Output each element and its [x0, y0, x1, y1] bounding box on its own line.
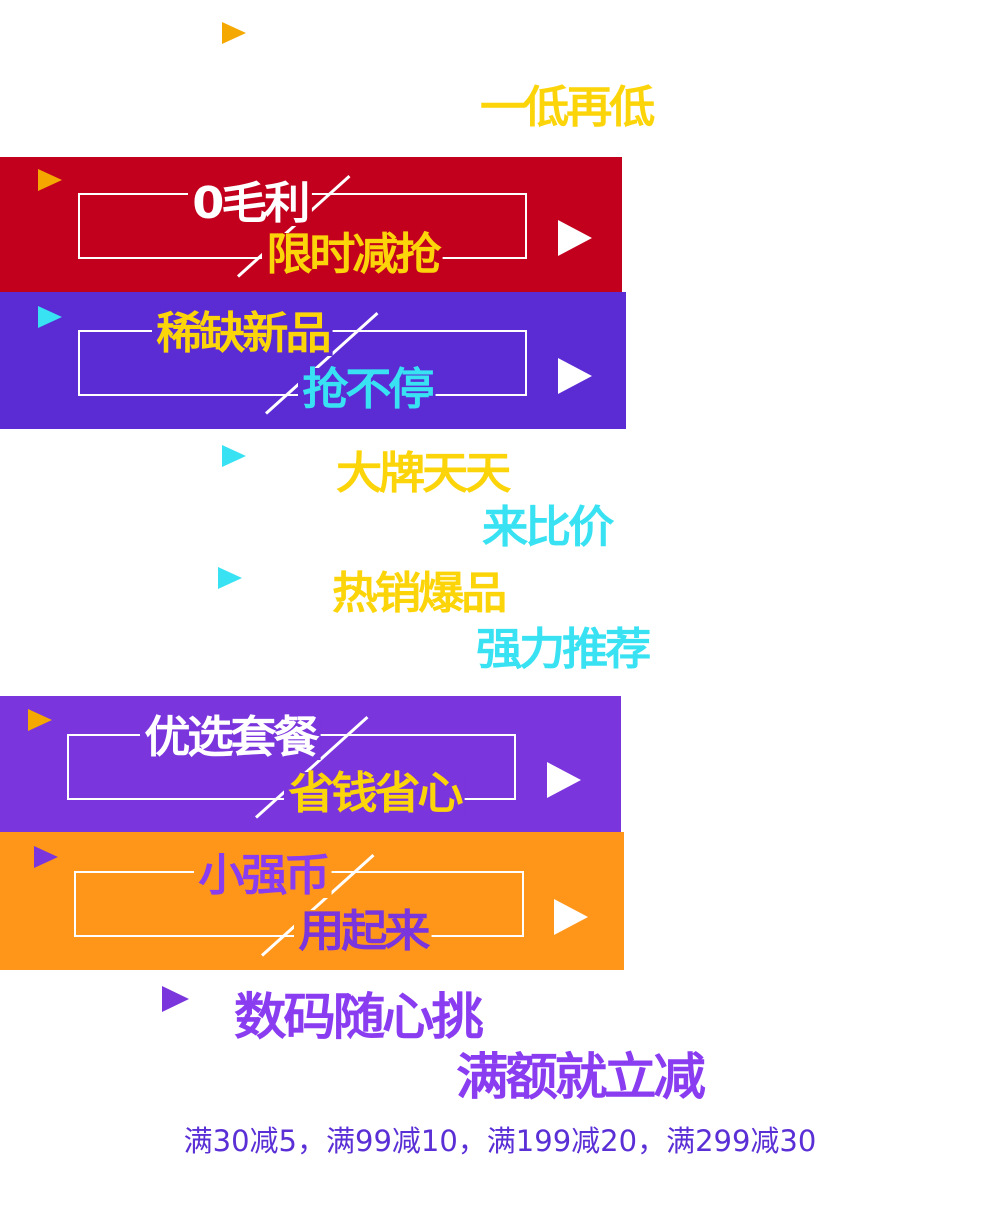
title-yibi-zaidi: 一低再低 — [480, 82, 655, 133]
title-compare-price: 来比价 — [482, 502, 614, 553]
triangle-icon — [28, 709, 52, 731]
play-arrow-icon[interactable] — [554, 899, 588, 935]
title-full-discount: 满额就立减 — [456, 1048, 706, 1106]
title-big-brands: 大牌天天 — [336, 448, 511, 499]
title-use-them: 用起来 — [294, 910, 432, 954]
promo-text: 满30减5，满99减10，满199减20，满299减30 — [183, 1124, 817, 1158]
triangle-icon — [222, 445, 246, 467]
triangle-icon — [34, 846, 58, 868]
title-save-money: 省钱省心 — [284, 772, 465, 816]
play-arrow-icon[interactable] — [558, 358, 592, 394]
title-limited-rush: 限时减抢 — [262, 233, 443, 277]
title-nonstop: 抢不停 — [298, 368, 436, 412]
triangle-icon — [162, 986, 189, 1012]
title-hot-sellers: 热销爆品 — [332, 568, 507, 619]
triangle-icon — [222, 22, 246, 44]
banner-coins: 小强币 用起来 — [0, 832, 624, 970]
triangle-icon — [38, 169, 62, 191]
play-arrow-icon[interactable] — [558, 220, 592, 256]
title-zero-profit: 0毛利 — [188, 182, 312, 226]
triangle-icon — [38, 306, 62, 328]
title-digital: 数码随心挑 — [234, 988, 484, 1046]
banner-rare-new: 稀缺新品 抢不停 — [0, 292, 626, 429]
triangle-icon — [218, 567, 242, 589]
banner-selected-packages: 优选套餐 省钱省心 — [0, 696, 621, 832]
title-recommend: 强力推荐 — [476, 624, 651, 675]
play-arrow-icon[interactable] — [547, 762, 581, 798]
banner-zero-profit: 0毛利 限时减抢 — [0, 157, 622, 292]
title-rare-new: 稀缺新品 — [152, 312, 333, 356]
title-selected-packages: 优选套餐 — [140, 716, 321, 760]
title-coins: 小强币 — [194, 854, 332, 898]
